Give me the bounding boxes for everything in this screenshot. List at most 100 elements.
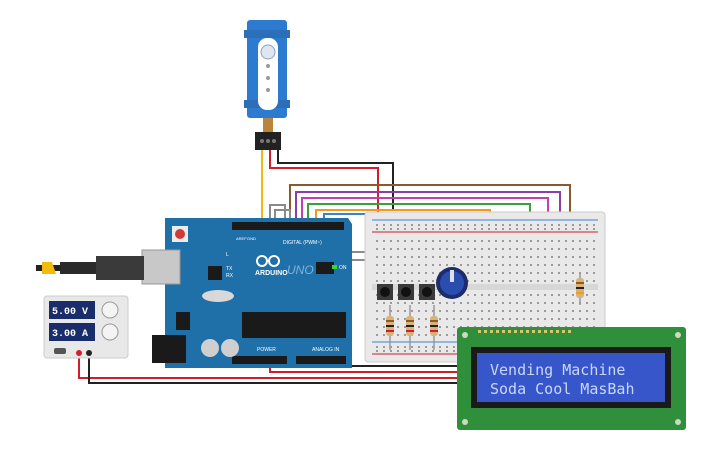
breadboard-hole [516, 294, 518, 296]
breadboard-hole [572, 264, 574, 266]
breadboard-hole [523, 272, 525, 274]
breadboard-hole [593, 280, 595, 282]
breadboard-hole [558, 272, 560, 274]
breadboard-hole [411, 228, 413, 230]
breadboard-hole [425, 350, 427, 352]
breadboard-hole [425, 280, 427, 282]
resistor-4[interactable] [576, 272, 584, 305]
breadboard-hole [530, 228, 532, 230]
breadboard-hole [551, 294, 553, 296]
breadboard-hole [558, 228, 560, 230]
breadboard-hole [502, 280, 504, 282]
breadboard-hole [530, 248, 532, 250]
arduino-logo-circle-2 [268, 255, 280, 267]
breadboard-hole [509, 302, 511, 304]
breadboard-hole [446, 248, 448, 250]
lcd-pin [520, 330, 523, 333]
crystal [202, 290, 234, 302]
resistor-1[interactable] [386, 305, 394, 350]
breadboard-hole [474, 224, 476, 226]
breadboard-hole [572, 310, 574, 312]
breadboard-hole [439, 318, 441, 320]
breadboard-hole [474, 240, 476, 242]
breadboard-hole [460, 256, 462, 258]
psu-terminal-negative[interactable] [86, 350, 92, 356]
breadboard-hole [537, 272, 539, 274]
push-button-1[interactable] [377, 284, 393, 300]
servo-motor[interactable] [244, 20, 290, 150]
breadboard-hole [509, 228, 511, 230]
breadboard-hole [376, 248, 378, 250]
breadboard-hole [411, 248, 413, 250]
breadboard-hole [586, 240, 588, 242]
breadboard-hole [439, 248, 441, 250]
lcd-line-1: Vending Machine [490, 361, 625, 379]
servo-power-wire[interactable] [269, 150, 379, 225]
breadboard-hole [397, 224, 399, 226]
breadboard-hole [586, 280, 588, 282]
breadboard-hole [502, 224, 504, 226]
current-knob[interactable] [101, 323, 119, 341]
breadboard-hole [579, 248, 581, 250]
breadboard-hole [495, 310, 497, 312]
psu-red-wire[interactable] [78, 355, 460, 379]
breadboard-hole [481, 318, 483, 320]
usb-cable[interactable] [36, 256, 144, 280]
breadboard-hole [565, 302, 567, 304]
breadboard-hole [481, 256, 483, 258]
resistor-3[interactable] [430, 305, 438, 350]
breadboard-hole [509, 248, 511, 250]
breadboard-hole [397, 350, 399, 352]
voltage-knob[interactable] [101, 301, 119, 319]
breadboard-hole [404, 350, 406, 352]
resistor-2[interactable] [406, 305, 414, 350]
breadboard-hole [460, 318, 462, 320]
wire-brown[interactable] [289, 184, 571, 235]
icsp-header [316, 262, 334, 274]
breadboard-hole [481, 294, 483, 296]
psu-black-wire[interactable] [88, 355, 460, 384]
breadboard-hole [544, 224, 546, 226]
potentiometer[interactable] [436, 267, 468, 299]
breadboard-hole [467, 264, 469, 266]
psu-terminal-positive[interactable] [76, 350, 82, 356]
analog-label: ANALOG IN [312, 347, 340, 353]
breadboard-hole [383, 346, 385, 348]
breadboard-hole [544, 256, 546, 258]
usb-port[interactable] [141, 249, 181, 285]
breadboard[interactable] [364, 211, 606, 363]
breadboard-hole [537, 256, 539, 258]
breadboard-hole [509, 294, 511, 296]
power-header[interactable] [232, 356, 287, 364]
power-supply[interactable]: 5.00 V 3.00 A [43, 295, 129, 359]
breadboard-hole [460, 302, 462, 304]
breadboard-hole [495, 264, 497, 266]
breadboard-hole [537, 310, 539, 312]
analog-header[interactable] [296, 356, 346, 364]
lcd-module[interactable]: Vending Machine Soda Cool MasBah [457, 327, 686, 430]
power-jack[interactable] [152, 335, 186, 363]
arduino-board [165, 218, 352, 368]
arduino-uno[interactable]: ARDUINO UNO DIGITAL (PWM~) POWER ANALOG … [141, 218, 352, 368]
breadboard-hole [383, 248, 385, 250]
breadboard-hole [390, 302, 392, 304]
breadboard-hole [516, 224, 518, 226]
push-button-2[interactable] [398, 284, 414, 300]
breadboard-hole [404, 240, 406, 242]
breadboard-hole [572, 248, 574, 250]
psu-switch[interactable] [54, 348, 66, 354]
breadboard-hole [446, 240, 448, 242]
digital-header[interactable] [232, 222, 344, 230]
breadboard-hole [460, 224, 462, 226]
breadboard-hole [404, 334, 406, 336]
breadboard-hole [565, 318, 567, 320]
gnd-label: GND [247, 236, 256, 241]
push-button-3[interactable] [419, 284, 435, 300]
breadboard-hole [544, 280, 546, 282]
breadboard-hole [397, 310, 399, 312]
breadboard-hole [509, 264, 511, 266]
servo-ground-wire[interactable] [277, 150, 394, 210]
breadboard-hole [425, 302, 427, 304]
breadboard-hole [481, 248, 483, 250]
